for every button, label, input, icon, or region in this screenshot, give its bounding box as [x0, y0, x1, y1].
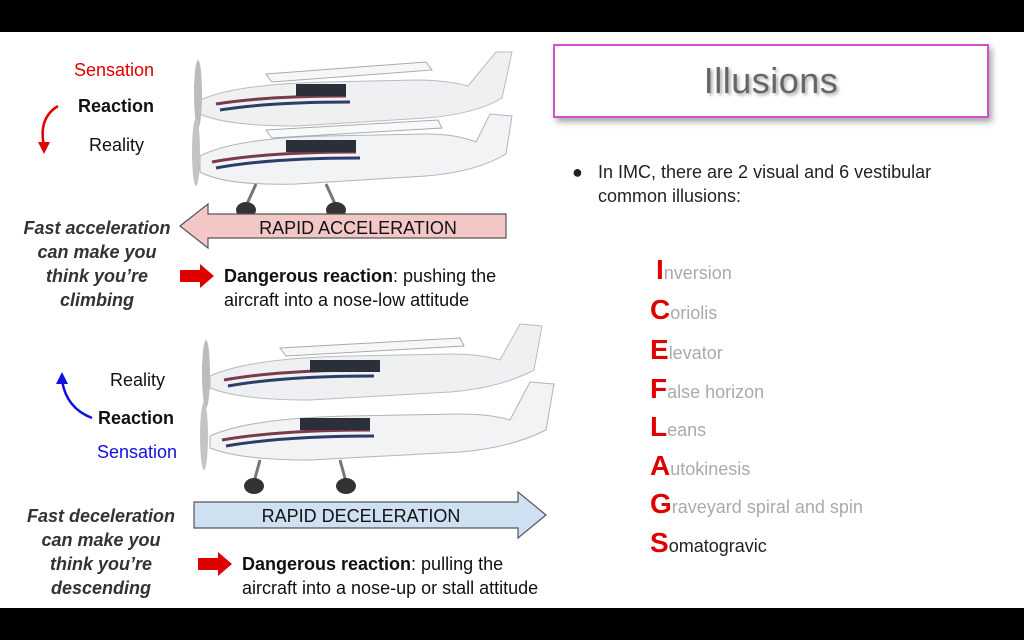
- acronym-rest: alse horizon: [667, 382, 765, 402]
- danger-reaction-bottom: Dangerous reaction: pulling the aircraft…: [242, 552, 538, 600]
- rapid-deceleration-arrow: [193, 490, 547, 540]
- acronym-letter: A: [650, 450, 671, 481]
- danger-bold-bottom: Dangerous reaction: [242, 554, 412, 574]
- acronym-letter: E: [650, 334, 669, 365]
- danger-reaction-top: Dangerous reaction: pushing the aircraft…: [224, 264, 496, 312]
- danger-rest2-top: aircraft into a nose-low attitude: [224, 290, 470, 310]
- aircraft-image-top: [192, 51, 513, 218]
- sensation-label-top: Sensation: [74, 60, 155, 80]
- fast-dec-line-2: can make you: [41, 530, 161, 550]
- acronym-letter: F: [650, 373, 668, 404]
- airplane-back-top: [194, 51, 513, 128]
- acronym-item-inversion: Inversion: [650, 254, 732, 286]
- slide: Sensation Reaction Reality Fa: [0, 32, 1024, 608]
- fast-acc-line-1: Fast acceleration: [23, 218, 171, 238]
- danger-rest2-bottom: aircraft into a nose-up or stall attitud…: [242, 578, 539, 598]
- acronym-item-autokinesis: Autokinesis: [650, 450, 750, 482]
- up-curved-arrow-icon: [56, 372, 93, 420]
- acronym-rest: raveyard spiral and spin: [671, 497, 863, 517]
- rapid-deceleration-label: RAPID DECELERATION: [261, 506, 461, 526]
- acronym-item-elevator: Elevator: [650, 334, 723, 366]
- airplane-front-bottom: [200, 381, 555, 494]
- fast-dec-line-1: Fast deceleration: [26, 506, 176, 526]
- bullet-dot-icon: ●: [572, 162, 583, 182]
- acronym-item-false-horizon: False horizon: [650, 373, 764, 405]
- danger-rest1-bottom: : pulling the: [411, 554, 504, 574]
- fast-acc-line-4: climbing: [59, 290, 134, 310]
- red-right-arrow-icon-top: [180, 264, 214, 288]
- reality-label-bottom: Reality: [110, 370, 166, 390]
- acronym-letter: L: [650, 411, 668, 442]
- danger-bold-top: Dangerous reaction: [224, 266, 394, 286]
- fast-dec-line-3: think you’re: [49, 554, 152, 574]
- acronym-rest: nversion: [663, 263, 732, 283]
- fast-acc-line-2: can make you: [37, 242, 157, 262]
- acronym-item-somatogravic: Somatogravic: [650, 527, 767, 559]
- sensation-label-bottom: Sensation: [97, 442, 178, 462]
- red-right-arrow-icon-bottom: [198, 552, 232, 576]
- down-curved-arrow-icon: [38, 104, 59, 154]
- aircraft-image-bottom: [200, 323, 555, 494]
- airplane-back-bottom: [202, 323, 543, 408]
- acronym-letter: I: [656, 254, 664, 285]
- acronym-rest: oriolis: [670, 303, 718, 323]
- title-box: Illusions: [553, 44, 989, 118]
- rapid-acceleration-arrow: [179, 202, 507, 250]
- fast-acc-line-3: think you’re: [45, 266, 148, 286]
- acronym-letter: S: [650, 527, 669, 558]
- reality-label-top: Reality: [89, 135, 145, 155]
- acronym-item-coriolis: Coriolis: [650, 294, 717, 326]
- fast-acceleration-text: Fast acceleration can make you think you…: [8, 216, 186, 312]
- reaction-label-top: Reaction: [78, 96, 155, 116]
- reaction-label-bottom: Reaction: [98, 408, 175, 428]
- page-title: Illusions: [703, 60, 839, 101]
- acronym-rest: levator: [668, 343, 723, 363]
- acronym-rest: omatogravic: [668, 536, 767, 556]
- acronym-letter: G: [650, 488, 672, 519]
- acronym-rest: utokinesis: [670, 459, 751, 479]
- danger-rest1-top: : pushing the: [393, 266, 497, 286]
- fast-dec-line-4: descending: [50, 578, 152, 598]
- acronym-item-graveyard-spiral: Graveyard spiral and spin: [650, 488, 863, 520]
- fast-deceleration-text: Fast deceleration can make you think you…: [12, 504, 190, 600]
- acronym-item-leans: Leans: [650, 411, 706, 443]
- bullet-text: In IMC, there are 2 visual and 6 vestibu…: [598, 162, 932, 206]
- rapid-acceleration-label: RAPID ACCELERATION: [259, 218, 457, 238]
- acronym-rest: eans: [667, 420, 707, 440]
- acronym-letter: C: [650, 294, 671, 325]
